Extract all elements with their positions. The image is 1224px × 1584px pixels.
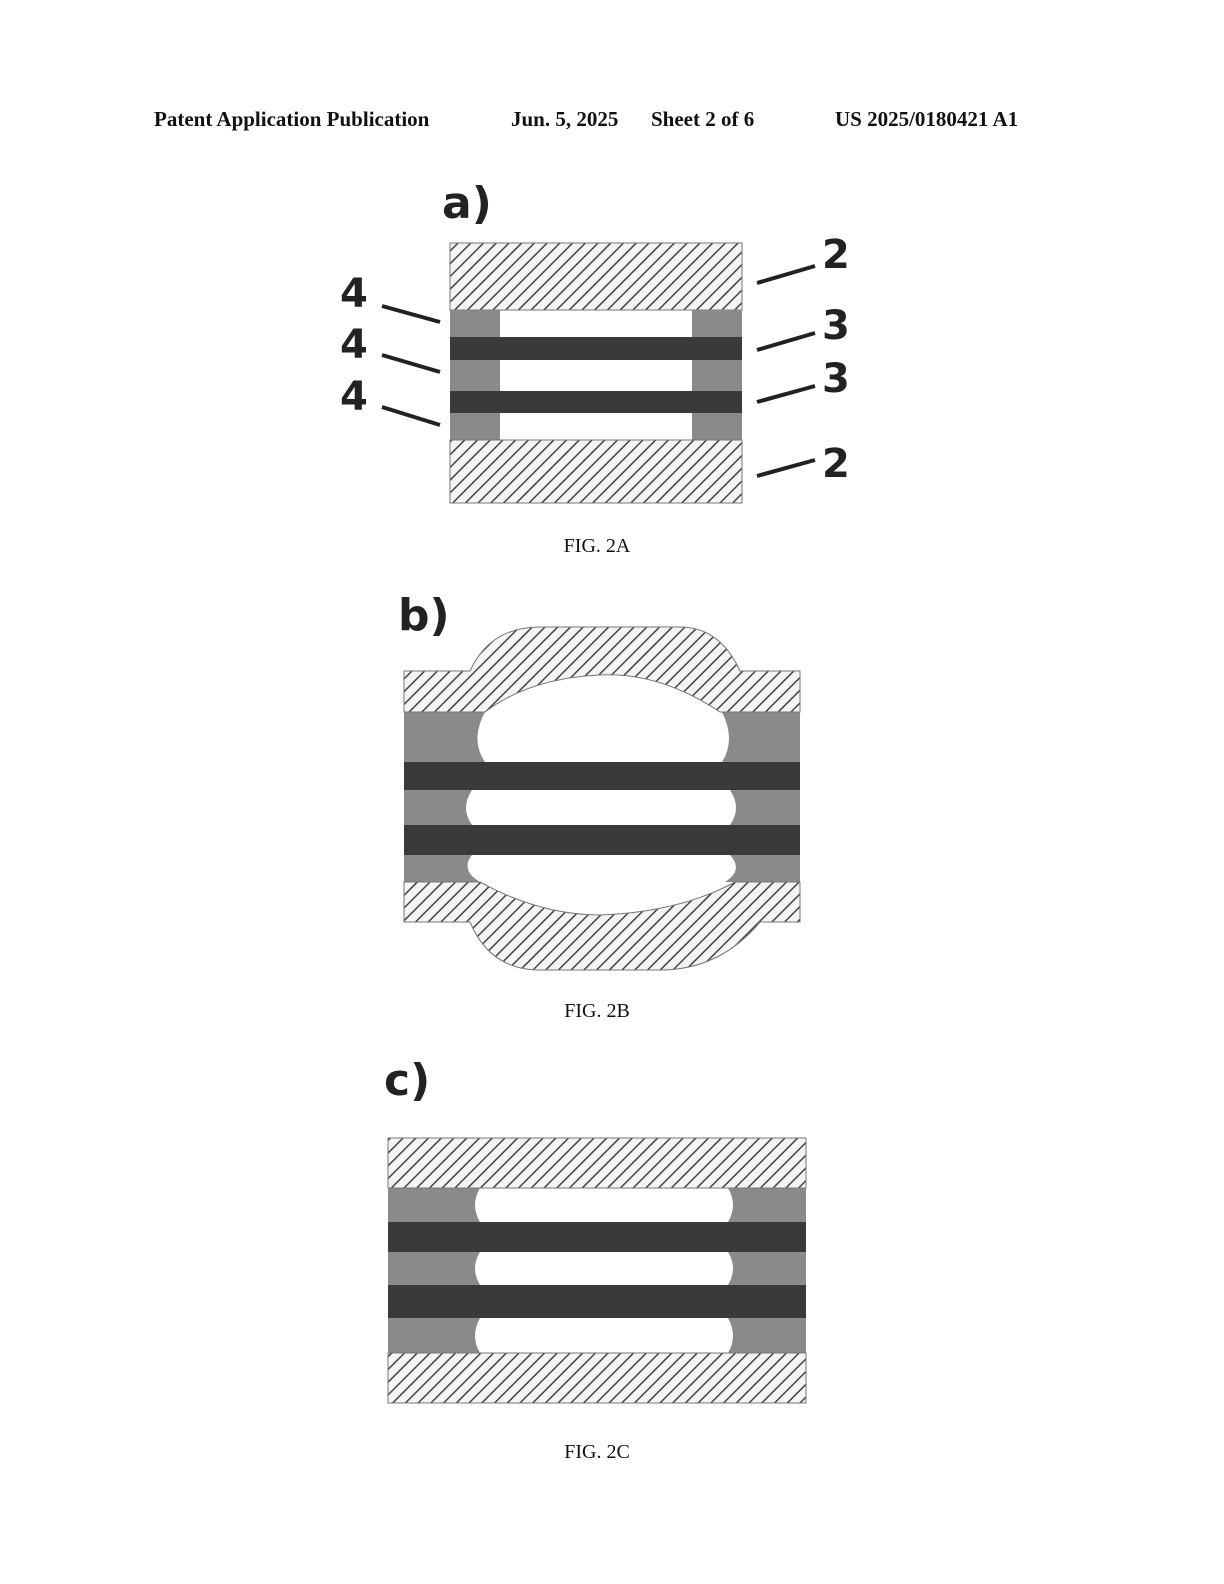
layer-bar — [388, 1222, 806, 1252]
panel-label-b: b) — [398, 590, 450, 641]
header-sheet: Sheet 2 of 6 — [651, 107, 755, 131]
bottom-plate — [449, 439, 743, 504]
bottom-plate — [387, 1352, 807, 1404]
label-2: 2 — [822, 441, 850, 487]
label-4: 4 — [340, 374, 368, 420]
right-spacer — [692, 310, 742, 440]
figure-caption-2a: FIG. 2A — [563, 535, 631, 557]
layer-bar — [404, 825, 800, 855]
figure-caption-2b: FIG. 2B — [564, 1000, 630, 1022]
top-plate — [449, 242, 743, 311]
panel-label-a: a) — [442, 178, 492, 229]
label-4: 4 — [340, 322, 368, 368]
panel-label-c: c) — [384, 1055, 430, 1106]
layer-bar — [450, 391, 742, 413]
left-spacer — [450, 310, 500, 440]
layer-bar — [404, 762, 800, 790]
layer-bar — [450, 337, 742, 360]
label-3: 3 — [822, 303, 850, 349]
right-spacer — [728, 1188, 806, 1353]
left-spacer — [388, 1188, 480, 1353]
figure-caption-2c: FIG. 2C — [564, 1441, 630, 1463]
label-2: 2 — [822, 232, 850, 278]
figure-2b-stack: b) — [398, 590, 801, 971]
label-4: 4 — [340, 271, 368, 317]
header-publication-label: Patent Application Publication — [154, 107, 430, 131]
header-date: Jun. 5, 2025 — [511, 107, 619, 131]
top-plate — [387, 1137, 807, 1189]
top-plate-deformed — [403, 626, 801, 713]
bottom-plate-deformed — [403, 881, 801, 971]
figure-2c-stack: c) — [384, 1055, 807, 1404]
leader-lines — [381, 264, 816, 478]
label-3: 3 — [822, 356, 850, 402]
figure-2a-stack: a) 2 3 3 2 4 4 4 — [340, 178, 850, 504]
layer-bar — [388, 1285, 806, 1318]
header-patent-number: US 2025/0180421 A1 — [835, 107, 1019, 131]
